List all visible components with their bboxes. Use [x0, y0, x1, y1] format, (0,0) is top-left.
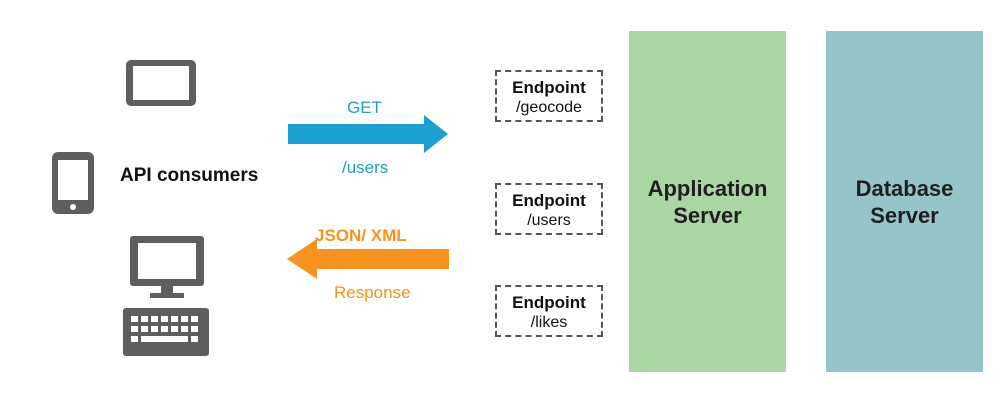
- application-server-line2: Server: [673, 202, 742, 228]
- tablet-icon: [124, 58, 198, 108]
- endpoint-path: /geocode: [516, 99, 582, 116]
- database-server: Database Server: [826, 31, 983, 372]
- endpoint-users: Endpoint /users: [495, 183, 603, 235]
- response-format-label: JSON/ XML: [315, 226, 407, 245]
- desktop-monitor-icon: [128, 234, 206, 300]
- database-server-line2: Server: [870, 202, 939, 228]
- phone-icon: [50, 150, 96, 216]
- application-server: Application Server: [629, 31, 786, 372]
- right-arrow-icon: [288, 115, 450, 158]
- api-consumers-label: API consumers: [120, 165, 259, 186]
- endpoint-path: /likes: [530, 314, 568, 331]
- database-server-line1: Database: [855, 175, 954, 201]
- application-server-line1: Application: [647, 175, 768, 201]
- request-path-label: /users: [342, 158, 389, 177]
- request-method-label: GET: [347, 98, 382, 117]
- endpoint-title: Endpoint: [512, 293, 586, 312]
- endpoint-title: Endpoint: [512, 78, 586, 97]
- keyboard-icon: [121, 306, 211, 358]
- endpoint-likes: Endpoint /likes: [495, 285, 603, 337]
- endpoint-path: /users: [527, 212, 571, 229]
- response-label: Response: [334, 283, 411, 302]
- endpoint-title: Endpoint: [512, 191, 586, 210]
- left-arrow-icon: [287, 239, 451, 284]
- endpoint-geocode: Endpoint /geocode: [495, 70, 603, 122]
